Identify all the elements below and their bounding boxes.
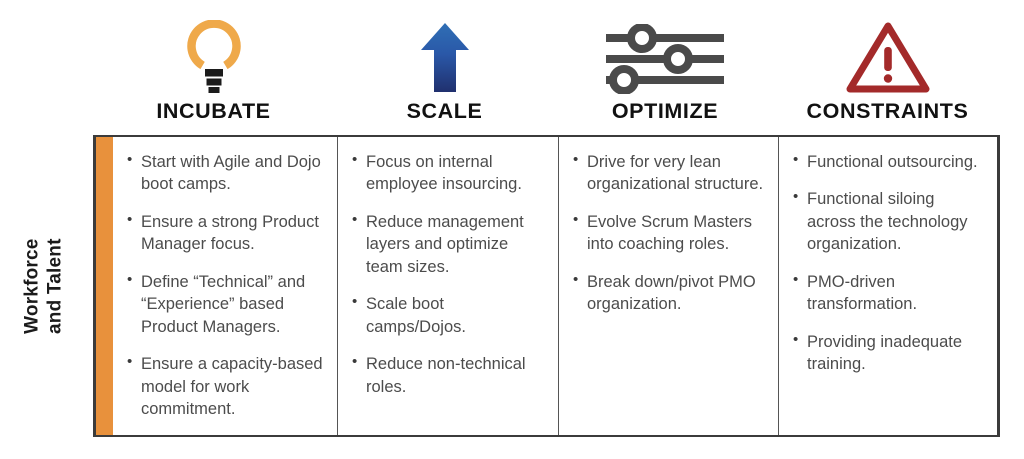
column-header-label: OPTIMIZE [611,98,719,123]
column-headers: INCUBATE SCALE [93,0,1000,130]
list-item: Ensure a strong Product Manager focus. [127,210,325,256]
list-item: PMO-driven transformation. [793,270,985,316]
bullet-list: Drive for very lean organizational struc… [573,150,766,316]
column-header-label: INCUBATE [156,98,271,123]
row-accent-bar [96,137,113,435]
column-header-scale: SCALE [334,0,555,130]
table-cell-optimize: Drive for very lean organizational struc… [558,137,778,435]
list-item: Break down/pivot PMO organization. [573,270,766,316]
list-item: Functional outsourcing. [793,150,985,173]
list-item: Scale boot camps/Dojos. [352,292,546,338]
lightbulb-icon [185,16,243,94]
list-item: Define “Technical” and “Experience” base… [127,270,325,338]
list-item: Ensure a capacity-based model for work c… [127,352,325,420]
column-header-optimize: OPTIMIZE [555,0,775,130]
warning-triangle-icon [845,16,931,94]
table-cell-constraints: Functional outsourcing. Functional siloi… [778,137,997,435]
row-label-line-1: Workforce [21,238,43,334]
row-label-workforce-and-talent: Workforce and Talent [0,135,88,437]
list-item: Focus on internal employee insourcing. [352,150,546,196]
table-cell-incubate: Start with Agile and Dojo boot camps. En… [113,137,337,435]
column-header-label: SCALE [406,98,483,123]
list-item: Reduce non-technical roles. [352,352,546,398]
bullet-list: Start with Agile and Dojo boot camps. En… [127,150,325,420]
list-item: Providing inadequate training. [793,330,985,376]
list-item: Drive for very lean organizational struc… [573,150,766,196]
content-table: Start with Agile and Dojo boot camps. En… [93,135,1000,437]
row-label-line-2: and Talent [45,238,67,334]
sliders-icon [602,16,728,94]
list-item: Evolve Scrum Masters into coaching roles… [573,210,766,256]
up-arrow-icon [419,16,471,94]
list-item: Start with Agile and Dojo boot camps. [127,150,325,196]
column-header-constraints: CONSTRAINTS [775,0,1000,130]
bullet-list: Focus on internal employee insourcing. R… [352,150,546,398]
column-header-label: CONSTRAINTS [806,98,969,123]
column-header-incubate: INCUBATE [93,0,334,130]
list-item: Reduce management layers and optimize te… [352,210,546,278]
list-item: Functional siloing across the technology… [793,187,985,255]
bullet-list: Functional outsourcing. Functional siloi… [793,150,985,376]
table-cell-scale: Focus on internal employee insourcing. R… [337,137,558,435]
